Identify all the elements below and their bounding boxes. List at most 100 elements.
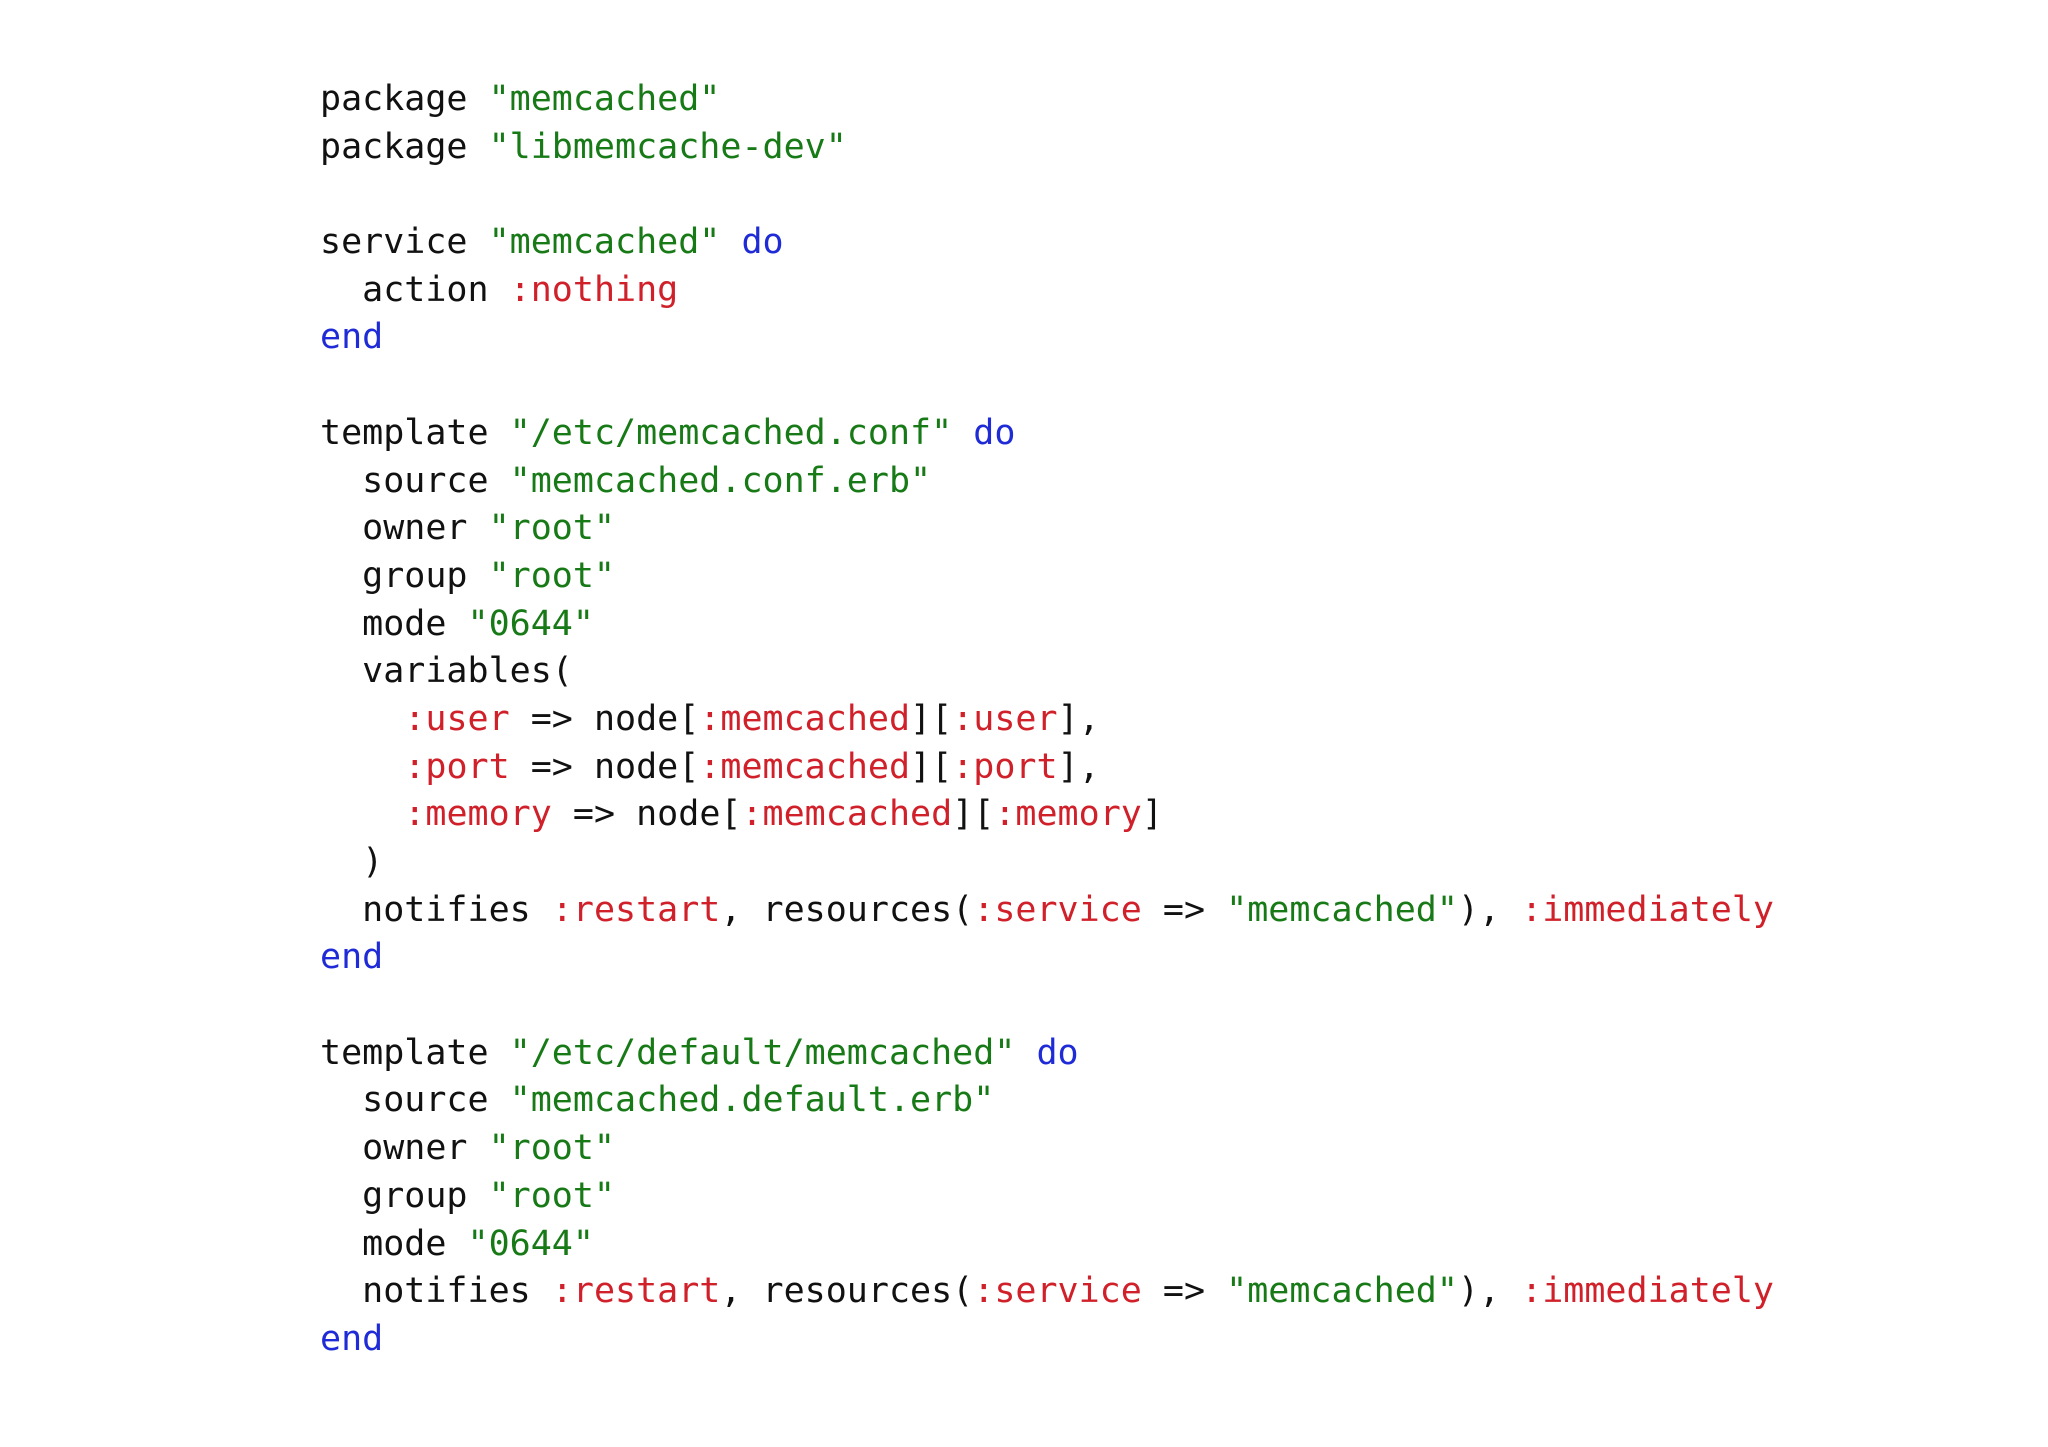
keyword: end: [320, 937, 384, 978]
code-line: group "root": [320, 1173, 1774, 1221]
string-literal: "memcached.default.erb": [509, 1080, 995, 1121]
string-literal: "memcached": [488, 222, 721, 263]
symbol-literal: :memory: [994, 794, 1142, 835]
code-text: source: [320, 460, 510, 501]
code-line: owner "root": [320, 505, 1774, 553]
code-text: variables(: [320, 651, 573, 692]
code-line: :user => node[:memcached][:user],: [320, 696, 1774, 744]
string-literal: "libmemcache-dev": [488, 126, 847, 167]
symbol-literal: :service: [973, 1271, 1142, 1312]
code-text: ): [320, 842, 384, 882]
code-text: ],: [1057, 698, 1100, 739]
code-text: ),: [1457, 1271, 1522, 1312]
symbol-literal: :nothing: [509, 269, 679, 310]
string-literal: "root": [488, 508, 616, 549]
code-text: , resources(: [720, 1271, 974, 1312]
symbol-literal: :memory: [404, 794, 552, 835]
code-text: package: [320, 79, 489, 119]
code-text: => node[: [509, 698, 700, 739]
code-line: owner "root": [320, 1125, 1774, 1173]
code-text: => node[: [551, 794, 742, 835]
code-line: [320, 171, 1774, 219]
code-block: package "memcached"package "libmemcache-…: [320, 76, 1774, 1364]
code-line: source "memcached.default.erb": [320, 1077, 1774, 1125]
code-text: owner: [320, 508, 489, 549]
string-literal: "/etc/default/memcached": [509, 1032, 1016, 1073]
string-literal: "0644": [467, 1223, 594, 1264]
code-text: template: [320, 412, 510, 453]
code-line: template "/etc/memcached.conf" do: [320, 410, 1774, 458]
symbol-literal: :immediately: [1521, 889, 1775, 930]
code-text: owner: [320, 1128, 489, 1169]
code-line: group "root": [320, 553, 1774, 601]
string-literal: "memcached": [1226, 1271, 1458, 1312]
string-literal: "/etc/memcached.conf": [509, 412, 953, 453]
keyword: end: [320, 1318, 384, 1359]
symbol-literal: :user: [952, 698, 1058, 739]
code-line: :memory => node[:memcached][:memory]: [320, 791, 1774, 839]
code-line: variables(: [320, 648, 1774, 696]
code-text: =>: [1141, 889, 1227, 930]
code-line: package "libmemcache-dev": [320, 124, 1774, 172]
code-line: end: [320, 1316, 1774, 1364]
string-literal: "memcached": [488, 79, 721, 119]
symbol-literal: :immediately: [1521, 1271, 1775, 1312]
code-line: package "memcached": [320, 76, 1774, 124]
string-literal: "memcached.conf.erb": [509, 460, 932, 501]
symbol-literal: :restart: [551, 1271, 721, 1312]
code-text: [952, 413, 973, 453]
symbol-literal: :memcached: [699, 698, 911, 739]
code-text: [320, 699, 404, 739]
code-text: group: [320, 1175, 489, 1216]
code-line: service "memcached" do: [320, 219, 1774, 267]
code-line: end: [320, 314, 1774, 362]
symbol-literal: :memcached: [699, 746, 911, 787]
symbol-literal: :service: [973, 889, 1142, 930]
string-literal: "root": [488, 1175, 616, 1216]
symbol-literal: :user: [404, 698, 510, 739]
code-text: ]: [1141, 794, 1163, 835]
code-text: [1015, 1033, 1036, 1073]
code-line: [320, 362, 1774, 410]
code-text: notifies: [320, 889, 552, 930]
code-line: ): [320, 839, 1774, 887]
code-text: ][: [910, 698, 953, 739]
code-text: mode: [320, 1223, 468, 1264]
code-text: package: [320, 126, 489, 167]
code-text: ][: [952, 794, 995, 835]
symbol-literal: :port: [952, 746, 1058, 787]
code-line: end: [320, 934, 1774, 982]
code-text: notifies: [320, 1271, 552, 1312]
code-line: notifies :restart, resources(:service =>…: [320, 1268, 1774, 1316]
code-text: ],: [1057, 746, 1100, 787]
code-text: =>: [1141, 1271, 1227, 1312]
keyword: do: [973, 412, 1016, 453]
code-line: notifies :restart, resources(:service =>…: [320, 887, 1774, 935]
code-line: mode "0644": [320, 601, 1774, 649]
code-text: service: [320, 222, 489, 263]
keyword: do: [741, 222, 784, 263]
code-text: action: [320, 269, 510, 310]
code-line: mode "0644": [320, 1221, 1774, 1269]
string-literal: "root": [488, 1128, 616, 1169]
code-line: :port => node[:memcached][:port],: [320, 744, 1774, 792]
code-line: [320, 982, 1774, 1030]
code-text: , resources(: [720, 889, 974, 930]
keyword: do: [1036, 1032, 1079, 1073]
code-line: action :nothing: [320, 267, 1774, 315]
code-text: group: [320, 555, 489, 596]
code-text: [320, 794, 404, 834]
symbol-literal: :memcached: [741, 794, 953, 835]
string-literal: "memcached": [1226, 889, 1458, 930]
code-line: source "memcached.conf.erb": [320, 458, 1774, 506]
symbol-literal: :port: [404, 746, 510, 787]
code-line: template "/etc/default/memcached" do: [320, 1030, 1774, 1078]
keyword: end: [320, 317, 384, 358]
code-text: mode: [320, 603, 468, 644]
code-text: template: [320, 1032, 510, 1073]
symbol-literal: :restart: [551, 889, 721, 930]
code-text: [720, 222, 741, 262]
string-literal: "0644": [467, 603, 594, 644]
code-text: ),: [1457, 889, 1522, 930]
